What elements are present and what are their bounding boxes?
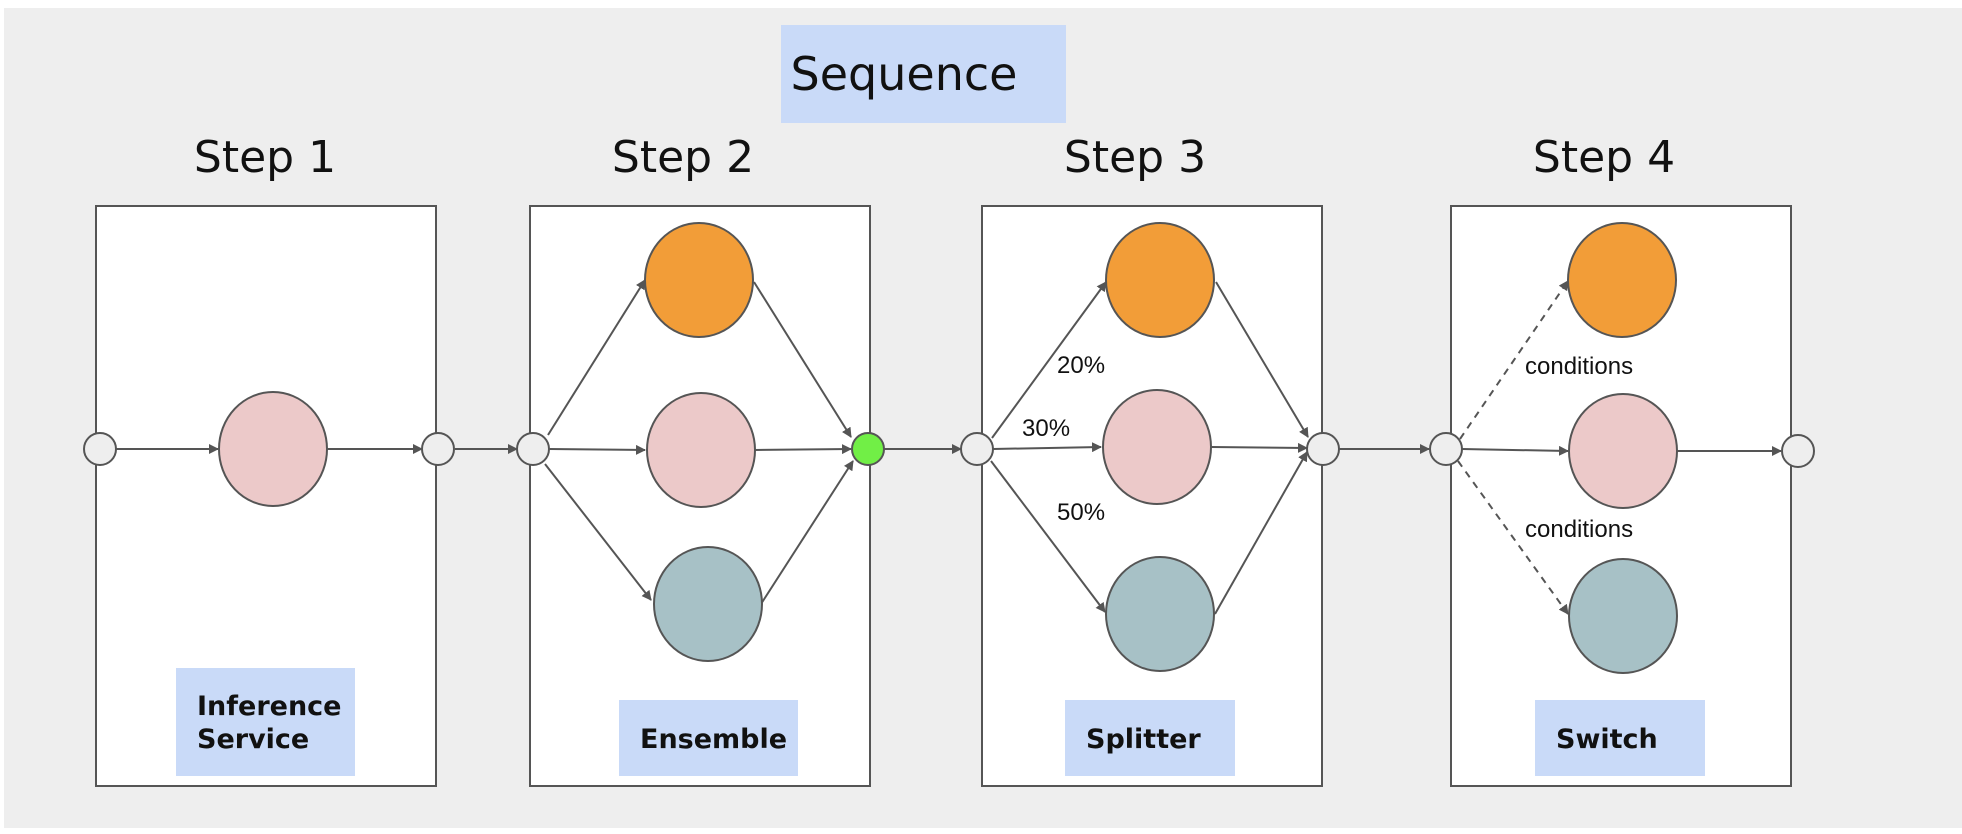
step-1-tag xyxy=(176,668,355,776)
edge-step4-to-orange-conditional xyxy=(1459,280,1569,440)
step-1-model-pink xyxy=(218,391,328,507)
edge-step3-to-orange xyxy=(991,281,1107,439)
step-3-edge-label-20: 20% xyxy=(1057,352,1105,379)
step-4-model-teal xyxy=(1568,558,1678,674)
step-3-tag xyxy=(1065,700,1235,776)
edge-step2-to-pink xyxy=(548,444,646,455)
step-4-output-node xyxy=(1781,434,1815,468)
sequence-title: Sequence xyxy=(791,47,1018,101)
step-1-tag-line-2: Service xyxy=(197,724,309,755)
step-2-tag xyxy=(619,700,798,776)
step-4-edge-label-conditions-top: conditions xyxy=(1525,353,1633,380)
step-3-model-pink xyxy=(1102,389,1212,505)
step-1-title: Step 1 xyxy=(194,132,336,183)
edge-step2-teal-to-merge xyxy=(760,460,854,605)
step-4-tag xyxy=(1535,700,1705,776)
step-1-tag-label: Inference Service xyxy=(197,691,351,755)
step-4-model-orange xyxy=(1567,222,1677,338)
step-3-tag-label: Splitter xyxy=(1086,724,1201,755)
step-4-tag-label: Switch xyxy=(1556,724,1658,755)
step-2-title: Step 2 xyxy=(612,132,754,183)
edge-step3-teal-to-out xyxy=(1214,451,1308,615)
step-4-title: Step 4 xyxy=(1533,132,1675,183)
edge-step4-to-pink xyxy=(1461,445,1569,456)
edge-step3-to-pink xyxy=(992,442,1102,453)
step-3-model-teal xyxy=(1105,556,1215,672)
step-4-input-node xyxy=(1429,432,1463,466)
step-3-input-node xyxy=(960,432,994,466)
step-3-model-orange xyxy=(1105,222,1215,338)
step-3-title: Step 3 xyxy=(1064,132,1206,183)
edge-step3-pink-to-out xyxy=(1210,442,1308,453)
edge-step4-to-teal-conditional xyxy=(1457,460,1569,615)
edge-step2-pink-to-merge xyxy=(754,444,852,455)
step-3-edge-label-50: 50% xyxy=(1057,499,1105,526)
step-2-model-teal xyxy=(653,546,763,662)
step-3-output-node xyxy=(1306,432,1340,466)
step-4-edge-label-conditions-bottom: conditions xyxy=(1525,516,1633,543)
edge-step3-to-teal xyxy=(990,460,1106,613)
step-2-input-node xyxy=(516,432,550,466)
sequence-title-box xyxy=(781,25,1066,123)
edge-step2-to-orange xyxy=(547,279,646,436)
step-1-output-node xyxy=(421,432,455,466)
step-2-model-orange xyxy=(644,222,754,338)
edge-step3-orange-to-out xyxy=(1215,281,1309,438)
step-1-tag-line-1: Inference xyxy=(197,691,342,722)
step-4-model-pink xyxy=(1568,393,1678,509)
edge-step2-orange-to-merge xyxy=(753,281,852,438)
step-3-edge-label-30: 30% xyxy=(1022,415,1070,442)
step-2-tag-label: Ensemble xyxy=(640,724,787,755)
step-2-model-pink xyxy=(646,392,756,508)
edge-step2-to-teal xyxy=(544,463,652,601)
step-1-input-node xyxy=(83,432,117,466)
step-2-merge-node xyxy=(851,432,885,466)
